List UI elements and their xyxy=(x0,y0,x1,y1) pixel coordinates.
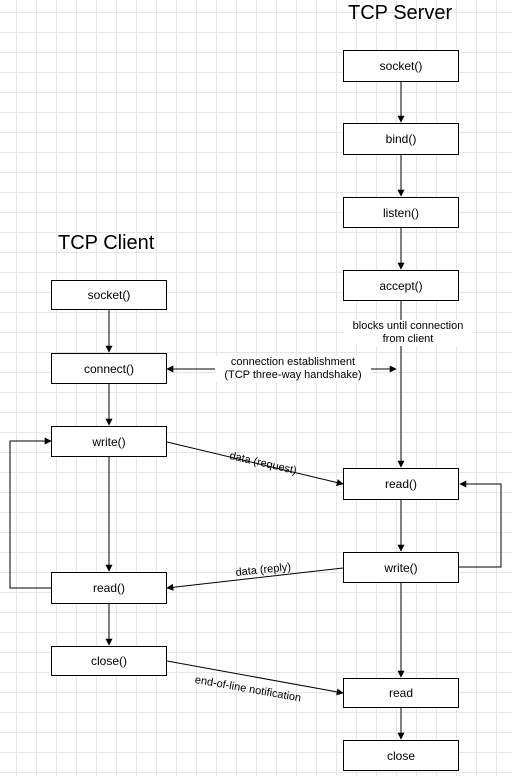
request-arrow xyxy=(166,441,344,486)
handshake-label: connection establishment (TCP three-way … xyxy=(215,356,371,382)
client-loop-arrow xyxy=(9,437,52,589)
client-read-box: read() xyxy=(51,572,167,604)
client-socket-box: socket() xyxy=(51,280,167,310)
server-socket-box: socket() xyxy=(343,50,459,82)
server-readeof-box: read xyxy=(343,678,459,708)
blocks-note: blocks until connection from client xyxy=(344,320,472,346)
server-listen-box: listen() xyxy=(343,197,459,228)
server-bind-box: bind() xyxy=(343,123,459,155)
server-read-box: read() xyxy=(343,468,459,500)
eof-arrow xyxy=(166,660,344,696)
client-connect-box: connect() xyxy=(51,353,167,384)
client-close-box: close() xyxy=(51,646,167,676)
reply-arrow xyxy=(166,567,344,591)
client-write-box: write() xyxy=(51,426,167,457)
server-accept-box: accept() xyxy=(343,270,459,301)
server-close-box: close xyxy=(343,740,459,771)
server-write-box: write() xyxy=(343,552,459,583)
client-title: TCP Client xyxy=(58,232,155,254)
server-loop-arrow xyxy=(459,480,502,568)
server-title: TCP Server xyxy=(348,2,453,24)
